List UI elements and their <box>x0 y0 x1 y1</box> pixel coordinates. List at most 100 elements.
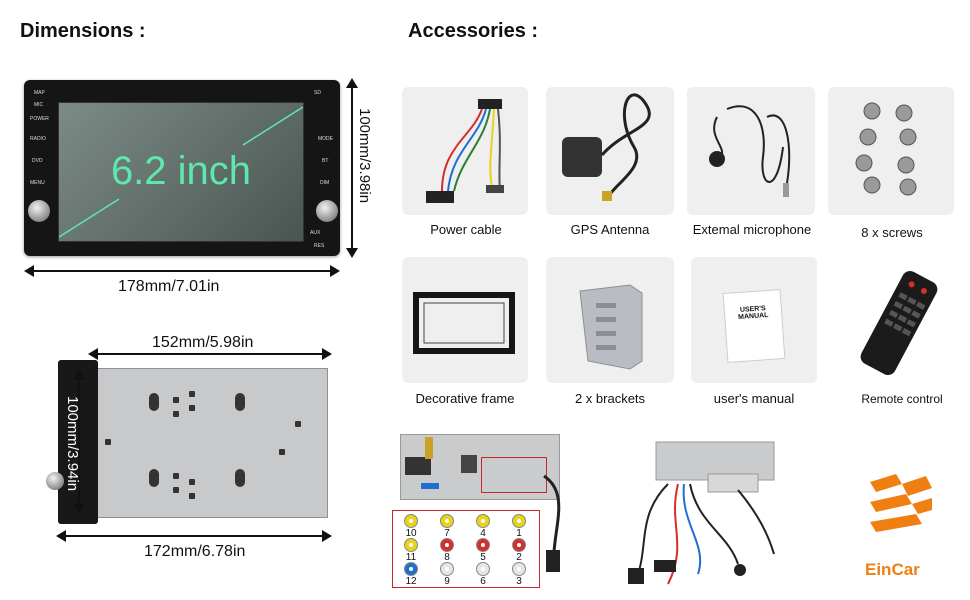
rca-jack-number: 3 <box>516 576 522 587</box>
rca-jack-number: 6 <box>480 576 486 587</box>
rca-jack-number: 5 <box>480 552 486 563</box>
rca-jack-number: 2 <box>516 552 522 563</box>
rca-jack-number: 1 <box>516 528 522 539</box>
button-label-radio: RADIO <box>30 136 46 142</box>
accessory-tile-microphone <box>687 87 815 215</box>
accessory-tile-manual: USER'S MANUAL <box>691 257 817 383</box>
rca-jack-number: 12 <box>405 576 417 587</box>
rear-cable-icon <box>543 474 561 572</box>
accessory-tile-brackets <box>546 257 674 383</box>
chassis-hole <box>189 391 195 397</box>
screen-glare-lines <box>59 106 303 238</box>
accessory-caption-brackets: 2 x brackets <box>574 391 646 406</box>
accessory-caption-power-cable: Power cable <box>430 222 502 237</box>
rca-jack-icon <box>404 538 418 552</box>
wiring-harness-icon <box>628 441 775 585</box>
accessory-tile-power-cable <box>402 87 528 215</box>
button-label-bt: BT <box>322 158 329 164</box>
brand-logo-icon <box>870 474 932 532</box>
button-label-sd: SD <box>314 90 321 96</box>
rca-jack-number: 8 <box>444 552 450 563</box>
chassis-hole <box>173 397 179 403</box>
button-label-res: RES <box>314 243 325 249</box>
button-label-map: MAP <box>34 90 45 96</box>
accessory-tile-frame <box>402 257 528 383</box>
chassis-height-arrow <box>73 370 85 514</box>
chassis-knob <box>46 472 64 490</box>
button-label-dim: DIM <box>320 180 330 186</box>
chassis-hole <box>279 449 285 455</box>
gps-antenna-icon <box>562 93 651 201</box>
manual-cover-title: USER'S MANUAL <box>737 305 769 322</box>
chassis-top-width-label: 152mm/5.98in <box>152 334 254 351</box>
rear-connector <box>461 455 477 473</box>
rca-jack-icon <box>512 538 526 552</box>
rca-jack-icon <box>512 562 526 576</box>
rca-jack-number: 10 <box>405 528 417 539</box>
frame-icon <box>413 292 515 354</box>
chassis-body <box>88 368 328 518</box>
rca-jack-icon <box>440 562 454 576</box>
accessory-caption-microphone: Extemal microphone <box>692 222 812 237</box>
power-cable-icon <box>426 99 504 203</box>
chassis-hole <box>173 411 179 417</box>
button-label-mode: MODE <box>318 136 333 142</box>
chassis-height-label: 100mm/3.94in <box>64 396 81 492</box>
volume-knob <box>28 200 50 222</box>
chassis-hole <box>295 421 301 427</box>
dimensions-heading: Dimensions : <box>20 20 146 42</box>
accessory-caption-remote: Remote control <box>861 392 943 406</box>
chassis-slot <box>149 393 159 411</box>
tuning-knob <box>316 200 338 222</box>
chassis-hole <box>105 439 111 445</box>
accessory-tile-remote <box>836 257 962 383</box>
chassis-bottom-width-arrow <box>56 530 332 542</box>
brand-name: EinCar <box>865 560 920 579</box>
chassis-hole <box>173 473 179 479</box>
chassis-side-view <box>46 360 330 524</box>
rear-connector <box>405 457 431 475</box>
rca-jack-icon <box>476 538 490 552</box>
chassis-slot <box>235 469 245 487</box>
front-width-arrow <box>24 265 340 277</box>
chassis-slot <box>235 393 245 411</box>
rear-connector <box>421 483 439 489</box>
chassis-bottom-width-label: 172mm/6.78in <box>144 543 246 560</box>
screen-size-label: 6.2 inch <box>110 149 252 193</box>
accessory-caption-gps-antenna: GPS Antenna <box>570 222 650 237</box>
remote-icon <box>860 270 938 376</box>
accessory-caption-frame: Decorative frame <box>415 391 515 406</box>
front-height-arrow <box>346 78 358 258</box>
rca-jack-icon <box>404 514 418 528</box>
front-height-label: 100mm/3.98in <box>356 108 373 204</box>
rear-panel <box>400 434 560 500</box>
accessory-caption-manual: user's manual <box>713 391 795 406</box>
accessory-tile-gps-antenna <box>546 87 674 215</box>
button-label-aux: AUX <box>310 230 321 236</box>
rca-jack-number: 7 <box>444 528 450 539</box>
manual-booklet: USER'S MANUAL <box>722 289 786 363</box>
antenna-connector <box>425 437 433 459</box>
unit-screen: 6.2 inch <box>58 102 304 242</box>
brackets-icon <box>579 284 643 370</box>
accessory-tile-screws <box>828 87 954 215</box>
head-unit-front: 6.2 inch MAP MIC POWER RADIO DVD MENU SD… <box>24 80 340 256</box>
rca-jack-number: 4 <box>480 528 486 539</box>
screws-icon <box>855 102 917 196</box>
button-label-menu: MENU <box>30 180 45 186</box>
rca-jack-icon <box>476 562 490 576</box>
front-width-label: 178mm/7.01in <box>118 278 220 295</box>
button-label-dvd: DVD <box>32 158 43 164</box>
rca-jack-icon <box>512 514 526 528</box>
rca-jack-icon <box>476 514 490 528</box>
rca-jack-number: 11 <box>405 552 417 563</box>
chassis-hole <box>189 479 195 485</box>
button-label-power: POWER <box>30 116 49 122</box>
rca-jack-icon <box>440 514 454 528</box>
rca-jack-group <box>481 457 547 493</box>
rca-jack-icon <box>440 538 454 552</box>
chassis-hole <box>189 405 195 411</box>
chassis-hole <box>173 487 179 493</box>
chassis-slot <box>149 469 159 487</box>
